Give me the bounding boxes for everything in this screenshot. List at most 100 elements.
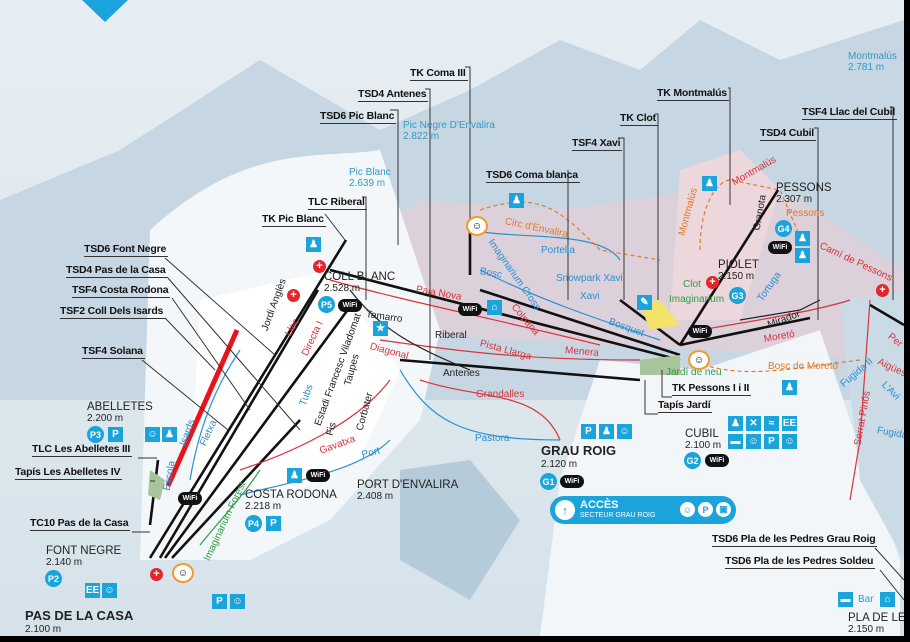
area-altitude: 2.100 m xyxy=(25,624,62,635)
bus-icon: ▣ xyxy=(716,502,731,517)
first-aid-icon: + xyxy=(706,276,719,289)
bar-label: Bar xyxy=(858,594,874,605)
parking-icon: P xyxy=(581,424,596,439)
lift-label-tsd6-font-negre: TSD6 Font Negre xyxy=(84,243,169,257)
fast-food-icon: ▬ xyxy=(728,434,743,449)
lift-label-tsf4-xavi: TSF4 Xavi xyxy=(572,137,623,151)
area-altitude: 2.150 m xyxy=(718,271,755,282)
childcare-icon: ☺ xyxy=(782,434,797,449)
lift-label-tsd6-pic-blanc: TSD6 Pic Blanc xyxy=(320,110,397,124)
area-altitude: 2.140 m xyxy=(46,557,83,568)
lift-label-tsd4-antenes: TSD4 Antenes xyxy=(358,88,429,102)
mascot-icon: ☺ xyxy=(466,216,488,236)
area-pla-de-les: PLA DE LES2.150 m xyxy=(848,612,904,636)
area-name: PLA DE LES xyxy=(848,612,904,624)
piste-label: Grandalles xyxy=(476,389,525,400)
snowshoe-icon: ♟ xyxy=(795,231,810,246)
trophy-icon: ★ xyxy=(373,321,388,336)
area-name: PAS DE LA CASA xyxy=(25,608,134,623)
mascot-icon: ☺ xyxy=(172,563,194,583)
piste-label: Imaginarium xyxy=(669,294,725,305)
access-title: ACCÈS xyxy=(580,499,619,511)
lift-label-tk-coma-iii: TK Coma III xyxy=(410,67,468,81)
lift-label-tsd4-cubil: TSD4 Cubil xyxy=(760,127,817,141)
access-subtitle: SECTEUR GRAU ROIG xyxy=(580,512,656,519)
piste-label: Snowpark Xavi xyxy=(556,273,623,284)
area-name: GRAU ROIG xyxy=(541,443,617,458)
lift-label-tsf4-solana: TSF4 Solana xyxy=(82,345,145,359)
wifi-icon: WiFi xyxy=(688,325,712,338)
access-grau-roig-banner[interactable]: ↑ ACCÈS SECTEUR GRAU ROIG ☺ P ▣ xyxy=(550,496,736,524)
area-altitude: 2.200 m xyxy=(87,413,124,424)
first-aid-icon: + xyxy=(876,284,889,297)
ski-school-icon: ♟ xyxy=(162,427,177,442)
area-altitude: 2.408 m xyxy=(357,491,394,502)
lift-label-tc10-pas-de-la-casa: TC10 Pas de la Casa xyxy=(30,517,131,531)
ticket-office-icon: ☺ xyxy=(145,427,160,442)
restaurant-icon: ✕ xyxy=(746,416,761,431)
helicopter-icon: ≈ xyxy=(764,416,779,431)
lift-label-tk-pic-blanc: TK Pic Blanc xyxy=(262,213,326,227)
lift-label-tlc-les-abelletes-iii: TLC Les Abelletes III xyxy=(32,443,133,457)
hotel-icon: ⌂ xyxy=(487,300,502,315)
area-altitude: 2.120 m xyxy=(541,459,578,470)
lift-label-tsd6-pla-pedres-grau-roig: TSD6 Pla de les Pedres Grau Roig xyxy=(712,533,878,547)
ticket-office-icon: ☺ xyxy=(746,434,761,449)
arrow-up-icon: ↑ xyxy=(555,500,575,520)
ski-school-icon: ♟ xyxy=(728,416,743,431)
wifi-icon: WiFi xyxy=(458,303,482,316)
lift-label-tapis-jardi: Tapís Jardí xyxy=(658,399,713,413)
parking-icon: P xyxy=(212,594,227,609)
first-aid-icon: + xyxy=(150,568,163,581)
lift-label-tapis-les-abelletes-iv: Tapís Les Abelletes IV xyxy=(15,466,123,480)
peak-name: Pic Negre D'Envalira xyxy=(403,120,495,131)
lift-label-tsd6-pla-pedres-soldeu: TSD6 Pla de les Pedres Soldeu xyxy=(725,555,876,569)
wifi-icon: WiFi xyxy=(338,299,362,312)
piste-label: Xavi xyxy=(580,291,600,302)
wifi-icon: WiFi xyxy=(705,454,729,467)
parking-p3-badge: P3 xyxy=(87,426,104,443)
hotel-icon: ⌂ xyxy=(880,592,895,607)
parking-g4-badge: G4 xyxy=(775,220,792,237)
peak-altitude: 2.822 m xyxy=(403,131,440,142)
first-aid-icon: + xyxy=(313,260,326,273)
lift-label-tsd4-pas-de-la-casa: TSD4 Pas de la Casa xyxy=(66,264,168,278)
area-name: COSTA RODONA xyxy=(245,489,337,501)
parking-icon: P xyxy=(266,516,281,531)
ticket-office-icon: ☺ xyxy=(102,583,117,598)
ticket-office-icon: ☺ xyxy=(617,424,632,439)
ski-school-icon: ♟ xyxy=(306,237,321,252)
area-name: PIOLET xyxy=(718,259,759,271)
lift-label-tsd6-coma-blanca: TSD6 Coma blanca xyxy=(486,169,580,183)
lift-label-tsf4-llac-del-cubil: TSF4 Llac del Cubil xyxy=(802,106,898,120)
lift-label-tsf2-coll-dels-isards: TSF2 Coll Dels Isards xyxy=(60,305,166,319)
area-name: ABELLETES xyxy=(87,401,153,413)
ski-school-icon: ♟ xyxy=(287,468,302,483)
parking-icon: P xyxy=(764,434,779,449)
fast-food-icon: ▬ xyxy=(838,592,853,607)
piste-label: Riberal xyxy=(435,330,467,341)
piste-label: Portella xyxy=(541,245,575,256)
snowshoe-icon: ♟ xyxy=(702,176,717,191)
wifi-icon: WiFi xyxy=(306,469,330,482)
parking-g2-badge: G2 xyxy=(684,452,701,469)
piste-label: Bosc de Moretó xyxy=(768,361,839,372)
parking-p4-badge: P4 xyxy=(245,515,262,532)
area-altitude: 2.307 m xyxy=(776,194,813,205)
lift-label-tk-clot: TK Clot xyxy=(620,112,658,126)
area-name: CUBIL xyxy=(685,428,719,440)
lift-label-tsf4-costa-rodona: TSF4 Costa Rodona xyxy=(72,284,171,298)
area-name: PORT D'ENVALIRA xyxy=(357,479,459,491)
lift-label-tlc-riberal: TLC Riberal xyxy=(308,196,367,210)
snowshoe-icon: ♟ xyxy=(509,193,524,208)
lift-label-tk-montmalus: TK Montmalús xyxy=(657,87,729,101)
area-altitude: 2.528 m xyxy=(324,283,361,294)
